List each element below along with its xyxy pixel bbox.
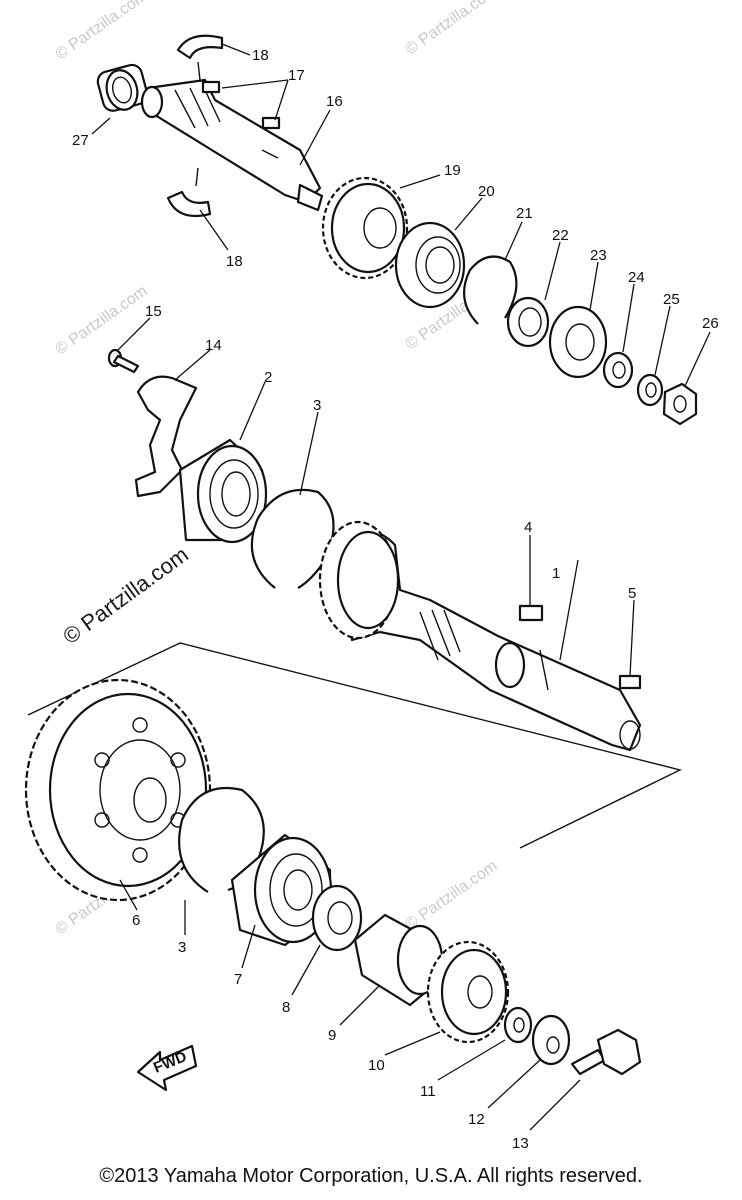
part-14-stopper-plate (134, 375, 198, 498)
callout-18-bottom: 18 (226, 253, 243, 270)
part-6-large-gear (24, 678, 212, 902)
callout-7: 7 (234, 971, 242, 988)
callout-12: 12 (468, 1111, 485, 1128)
callout-6: 6 (132, 912, 140, 929)
callout-11: 11 (420, 1083, 436, 1100)
leader-lines (91, 43, 711, 1131)
part-17-key-b (261, 116, 281, 130)
watermark-6: © Partzilla.com (403, 858, 501, 934)
callout-4: 4 (524, 519, 532, 536)
callout-17: 17 (288, 67, 305, 84)
part-25-spring-washer (636, 373, 664, 407)
callout-18-top: 18 (252, 47, 269, 64)
watermark-2: © Partzilla.com (403, 0, 501, 58)
callout-13: 13 (512, 1135, 529, 1152)
part-4-key (518, 604, 544, 622)
fwd-arrow-icon: FWD (136, 1044, 198, 1092)
watermark-3: © Partzilla.com (53, 283, 151, 359)
part-22-collar (506, 296, 550, 348)
part-27-needle-bearing (96, 63, 149, 112)
assembly-outline (27, 642, 683, 849)
part-12-lock-washer (531, 1014, 571, 1066)
part-5-key (618, 674, 642, 690)
part-18-clip-bottom (166, 190, 212, 218)
callout-24: 24 (628, 269, 645, 286)
part-3-circlip-upper (250, 488, 335, 589)
callout-3-upper: 3 (313, 397, 321, 414)
part-19-gear (321, 176, 409, 280)
callout-numbers: 1 2 3 3 4 5 6 7 8 9 10 11 12 13 14 15 16… (72, 47, 719, 1152)
callout-3-lower: 3 (178, 939, 186, 956)
callout-14: 14 (205, 337, 222, 354)
part-1-main-shaft (318, 520, 642, 752)
part-17-key-a (201, 80, 221, 94)
callout-21: 21 (516, 205, 533, 222)
callout-5: 5 (628, 585, 636, 602)
callout-15: 15 (145, 303, 162, 320)
part-21-circlip (462, 255, 518, 325)
part-16-kick-shaft (140, 78, 324, 212)
callout-10: 10 (368, 1057, 385, 1074)
part-15-screw (107, 348, 140, 374)
copyright-notice: ©2013 Yamaha Motor Corporation, U.S.A. A… (99, 1165, 643, 1187)
watermark-main: © Partzilla.com (58, 542, 193, 649)
callout-23: 23 (590, 247, 607, 264)
part-26-nut (662, 382, 698, 426)
callout-26: 26 (702, 315, 719, 332)
part-13-bolt (570, 1028, 642, 1076)
callout-25: 25 (663, 291, 680, 308)
part-23-washer (548, 305, 608, 379)
part-11-washer (503, 1006, 533, 1044)
callout-27: 27 (72, 132, 89, 149)
part-2-bearing (178, 438, 268, 544)
callout-20: 20 (478, 183, 495, 200)
callout-1: 1 (552, 565, 560, 582)
part-20-bearing (394, 221, 466, 309)
part-18-clip-top (176, 34, 224, 60)
part-24-washer (602, 351, 634, 389)
part-10-gear (426, 940, 510, 1044)
callout-19: 19 (444, 162, 461, 179)
callout-8: 8 (282, 999, 290, 1016)
callout-2: 2 (264, 369, 272, 386)
watermark-1: © Partzilla.com (53, 0, 151, 63)
callout-16: 16 (326, 93, 343, 110)
part-8-washer (311, 884, 363, 952)
callout-22: 22 (552, 227, 569, 244)
callout-9: 9 (328, 1027, 336, 1044)
